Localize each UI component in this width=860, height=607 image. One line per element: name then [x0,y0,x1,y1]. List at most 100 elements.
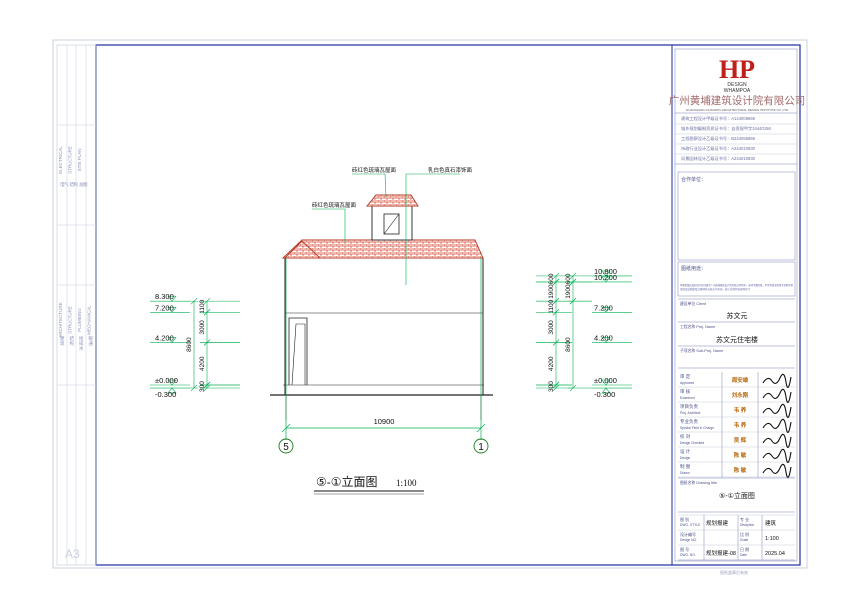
svg-text:4200: 4200 [548,356,555,371]
svg-text:1: 1 [478,442,484,453]
client-name: 苏文元 [727,311,748,320]
strip-label: STRUCTURE [68,146,73,174]
ground-door-open-leaf [291,323,306,386]
strip-char: 结 [70,181,75,188]
svg-text:8600: 8600 [565,337,572,352]
svg-text:陈 敏: 陈 敏 [734,466,747,474]
svg-text:制 图: 制 图 [680,463,691,470]
svg-text:建设单位 Client: 建设单位 Client [680,301,707,306]
sheet-size-label: A3 [65,547,80,561]
svg-text:1:100: 1:100 [765,536,779,542]
strip-label: ELECTRICAL [58,146,63,174]
dimension-segment: 1100 [199,297,240,316]
svg-text:周安雄: 周安雄 [732,376,749,384]
building-wall [284,257,484,396]
title-block-drawing-title: ⑤-①立面图 [719,491,755,500]
svg-text:2025.04: 2025.04 [765,551,785,557]
elevation-mark: ±0.000 [150,376,190,386]
svg-text:市政行业设计乙级证书号：A244010930: 市政行业设计乙级证书号：A244010930 [681,145,756,152]
svg-text:Approved: Approved [680,381,694,385]
strip-label: ARCHITECTURE [58,302,63,337]
svg-text:-0.300: -0.300 [594,390,615,399]
svg-text:图 号: 图 号 [680,546,689,552]
svg-text:韦 养: 韦 养 [734,421,747,429]
signature-scribble [762,388,792,403]
strip-char: 气 [64,181,69,187]
note-pavilion-roof: 砖红色琉璃瓦屋面 [352,166,397,198]
svg-text:Scale: Scale [740,538,748,542]
svg-text:设 计: 设 计 [680,448,691,455]
svg-text:Discipline: Discipline [740,523,754,527]
signature-scribble [762,403,792,418]
signature-scribble [762,448,792,463]
svg-text:砖红色琉璃瓦屋面: 砖红色琉璃瓦屋面 [352,166,397,174]
svg-text:规划报建-08: 规划报建-08 [706,549,736,557]
svg-text:Examined: Examined [680,396,695,400]
svg-text:审 定: 审 定 [680,373,691,380]
strip-label: SITE PLAN [77,148,82,171]
pavilion-window [383,213,400,235]
certificate-list: 建筑工程设计甲级证书号：A144006669 城乡规划编制资质证书号：自资规甲字… [675,115,797,162]
svg-text:规划报建: 规划报建 [706,519,729,527]
svg-text:300: 300 [548,381,555,392]
svg-text:10900: 10900 [374,417,395,426]
elevation-mark: 10.800 [592,267,632,277]
logo-letters: HP [719,55,755,84]
signature-scribble [762,418,792,433]
svg-text:Proj. Architect: Proj. Architect [680,411,700,415]
svg-text:3000: 3000 [548,320,555,335]
bottom-note: 图纸盖章后有效 [720,569,748,575]
dimension-segment: 300 [199,381,240,392]
strip-label: PLUMBING [77,308,82,332]
strip-char: 构 [74,181,79,188]
svg-text:刘永刚: 刘永刚 [732,391,749,399]
svg-text:⑤-①立面图: ⑤-①立面图 [316,474,378,489]
svg-text:乳白色真石漆饰面: 乳白色真石漆饰面 [428,166,473,174]
svg-text:10.800: 10.800 [594,267,617,276]
elevation-mark: -0.300 [592,387,632,399]
strip-char: 通 [89,340,94,347]
dimension-segment: 1100 [536,297,572,316]
strip-char: 电 [60,181,65,187]
svg-text:城乡规划编制资质证书号：自资规甲字24440156: 城乡规划编制资质证书号：自资规甲字24440156 [681,125,771,132]
svg-text:4.200: 4.200 [594,334,613,343]
main-roof [281,239,484,259]
svg-text:砖红色琉璃瓦屋面: 砖红色琉璃瓦屋面 [312,201,357,209]
signature-scribble [762,433,792,448]
svg-text:1900: 1900 [548,284,555,299]
axis-bubble-1: 1 [473,438,489,454]
company-name-en: GUANGZHOU HUANGPU ARCHITECTURAL DESIGN I… [686,108,789,112]
svg-text:5: 5 [283,442,289,453]
svg-text:7.200: 7.200 [155,303,174,312]
svg-text:±0.000: ±0.000 [594,376,617,385]
svg-text:吴 辉: 吴 辉 [734,436,747,444]
signature-scribble [762,373,792,388]
elevation-mark: 10.200 [592,273,632,283]
dimension-chain-left-outer: 8600 [186,297,198,392]
dimension-segment: 3000 [199,309,240,346]
svg-text:Design: Design [680,456,690,460]
svg-text:600: 600 [548,273,555,284]
strip-char: 结 [70,335,75,342]
svg-text:DESIGN: DESIGN [727,82,747,88]
left-strip: ELECTRICAL STRUCTURE SITE PLAN ARCHITECTUR… [56,44,97,566]
strip-label: STRUCTURE [68,306,73,334]
note-wall-finish: 乳白色真石漆饰面 [405,166,473,285]
svg-text:专 业: 专 业 [740,516,749,522]
svg-text:±0.000: ±0.000 [155,376,178,385]
svg-text:-0.300: -0.300 [155,390,176,399]
strip-char: 水 [79,345,84,351]
svg-text:建筑: 建筑 [765,519,777,527]
company-name-cn: 广州黄埔建筑设计院有限公司 [669,94,806,107]
strip-char: 筑 [60,340,65,347]
ground-door [288,317,308,385]
dimension-segment: 600 [565,272,592,286]
